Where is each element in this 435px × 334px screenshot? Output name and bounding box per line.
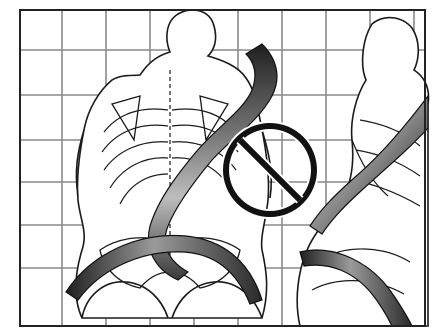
illustration-frame [0, 0, 435, 334]
seatbelt-warning-illustration [0, 0, 435, 334]
